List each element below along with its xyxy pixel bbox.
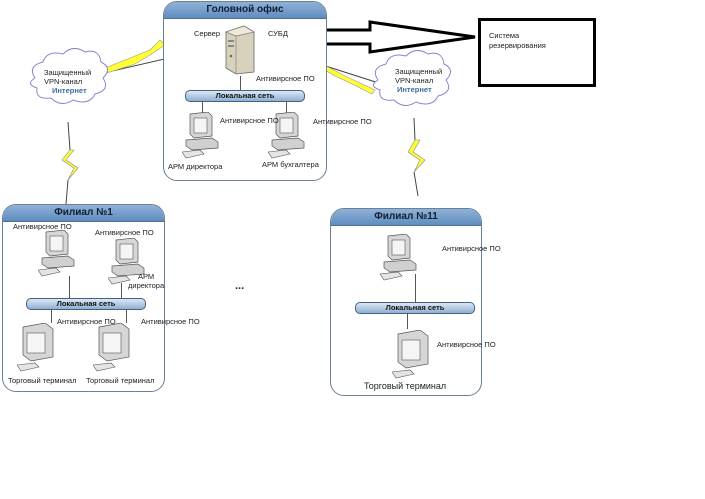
antivirus-label: Антивирсное ПО <box>57 317 116 326</box>
internet-label: Интернет <box>52 86 87 95</box>
head-office-title: Головной офис <box>164 2 326 19</box>
backup-system-label: резервирования <box>489 41 546 50</box>
server-label: Сервер <box>194 29 221 38</box>
ellipsis: ... <box>235 280 245 292</box>
link-line <box>413 171 419 197</box>
antivirus-label: Антивирсное ПО <box>141 317 200 326</box>
link-line <box>126 309 127 323</box>
lan-bus: Локальная сеть <box>26 298 146 310</box>
link-line <box>286 101 287 115</box>
cloud-right <box>373 50 451 106</box>
lightning-icon <box>61 149 79 181</box>
link-line <box>413 117 416 141</box>
computer-icon <box>380 234 417 281</box>
vpn-label: VPN-канал <box>395 76 434 85</box>
workstation-label-line: АРМ <box>137 272 155 281</box>
vpn-label: Защищенный <box>44 68 92 77</box>
lan-bus: Локальная сеть <box>355 302 475 314</box>
computer-icon <box>38 230 75 277</box>
vpn-cloud-right-text: Защищенный VPN-канал Интернет <box>395 67 442 94</box>
internet-label: Интернет <box>397 85 432 94</box>
terminal-label: Торговый терминал <box>364 381 447 391</box>
branch-1-title: Филиал №1 <box>3 205 164 222</box>
antivirus-label: Антивирсное ПО <box>313 117 372 126</box>
backup-system-label: Система <box>489 31 520 40</box>
workstation-label-line: директора <box>128 281 165 290</box>
cloud-left <box>30 48 108 104</box>
link-line <box>202 101 203 115</box>
antivirus-label: Антивирсное ПО <box>95 228 154 237</box>
antivirus-label: Антивирсное ПО <box>220 116 279 125</box>
link-line <box>51 309 52 323</box>
link-line <box>69 276 70 298</box>
terminal-icon <box>93 323 130 372</box>
vpn-cloud-left-text: Защищенный VPN-канал Интернет <box>44 68 91 95</box>
link-line <box>407 313 408 329</box>
workstation-label: АРМ директора <box>128 272 164 290</box>
antivirus-label: Антивирсное ПО <box>437 340 496 349</box>
link-line <box>67 121 71 151</box>
antivirus-label: Антивирсное ПО <box>256 74 315 83</box>
server-icon <box>225 25 255 75</box>
terminal-label: Торговый терминал <box>8 376 77 385</box>
computer-icon <box>182 112 219 159</box>
vpn-label: Защищенный <box>395 67 443 76</box>
terminal-label: Торговый терминал <box>86 376 155 385</box>
antivirus-label: Антивирсное ПО <box>13 222 72 231</box>
workstation-label: АРМ бухгалтера <box>262 160 319 169</box>
link-line <box>240 76 241 91</box>
terminal-icon <box>17 323 54 372</box>
link-line <box>65 179 69 205</box>
link-line <box>121 283 122 298</box>
workstation-label: АРМ директора <box>168 162 223 171</box>
branch-11-title: Филиал №11 <box>331 209 481 226</box>
vpn-label: VPN-канал <box>44 77 83 86</box>
terminal-icon <box>392 330 429 379</box>
backup-system-box: Система резервирования <box>478 18 596 87</box>
lan-bus: Локальная сеть <box>185 90 305 102</box>
dbms-label: СУБД <box>268 29 288 38</box>
link-line <box>415 274 416 302</box>
lightning-icon <box>407 139 426 173</box>
antivirus-label: Антивирсное ПО <box>442 244 501 253</box>
